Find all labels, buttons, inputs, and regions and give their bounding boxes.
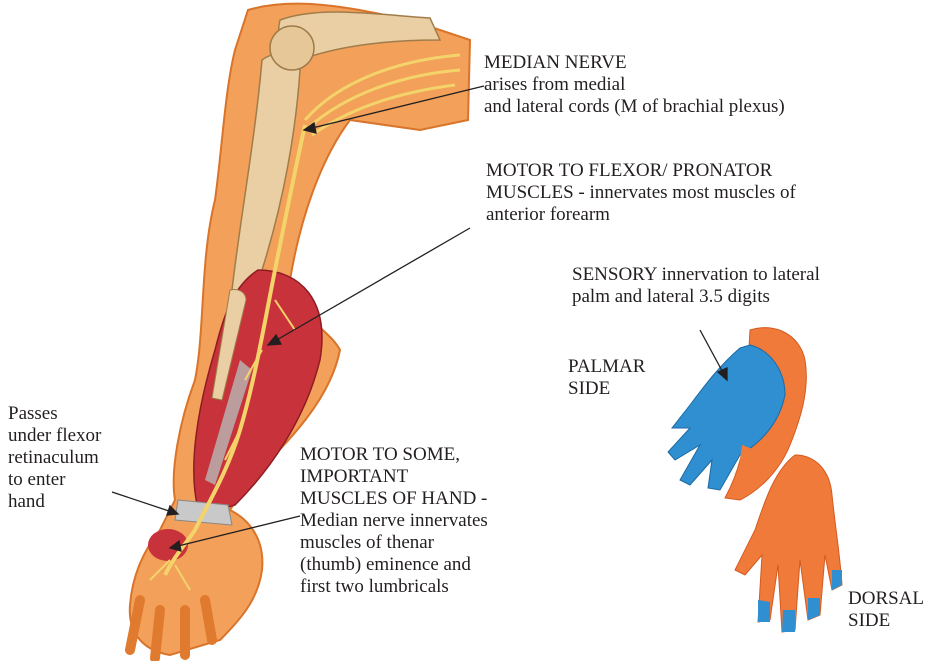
label-median-nerve: MEDIAN NERVE arises from medial and late…	[484, 52, 785, 118]
label-dorsal-side: DORSAL SIDE	[848, 588, 924, 632]
label-motor-flexor-line3: anterior forearm	[486, 204, 796, 226]
label-motor-hand-line5: muscles of thenar	[300, 532, 488, 554]
label-motor-hand: MOTOR TO SOME, IMPORTANT MUSCLES OF HAND…	[300, 444, 488, 598]
label-motor-hand-line6: (thumb) eminence and	[300, 554, 488, 576]
label-sensory-line1: SENSORY innervation to lateral	[572, 264, 820, 286]
humeral-head	[270, 26, 314, 70]
label-palmar-side-line1: PALMAR	[568, 356, 645, 378]
label-motor-hand-line4: Median nerve innervates	[300, 510, 488, 532]
label-motor-flexor: MOTOR TO FLEXOR/ PRONATOR MUSCLES - inne…	[486, 160, 796, 226]
label-passes-line1: Passes	[8, 403, 101, 425]
label-dorsal-side-line1: DORSAL	[848, 588, 924, 610]
label-sensory-line2: palm and lateral 3.5 digits	[572, 286, 820, 308]
label-motor-flexor-line2: MUSCLES - innervates most muscles of	[486, 182, 796, 204]
label-palmar-side-line2: SIDE	[568, 378, 645, 400]
label-passes-line4: to enter	[8, 469, 101, 491]
label-passes-line5: hand	[8, 491, 101, 513]
label-median-nerve-line2: and lateral cords (M of brachial plexus)	[484, 96, 785, 118]
label-median-nerve-title: MEDIAN NERVE	[484, 52, 785, 74]
label-sensory: SENSORY innervation to lateral palm and …	[572, 264, 820, 308]
label-passes: Passes under flexor retinaculum to enter…	[8, 403, 101, 513]
label-motor-hand-line2: IMPORTANT	[300, 466, 488, 488]
label-motor-hand-line1: MOTOR TO SOME,	[300, 444, 488, 466]
label-palmar-side: PALMAR SIDE	[568, 356, 645, 400]
label-motor-flexor-line1: MOTOR TO FLEXOR/ PRONATOR	[486, 160, 796, 182]
label-median-nerve-line1: arises from medial	[484, 74, 785, 96]
label-passes-line3: retinaculum	[8, 447, 101, 469]
label-dorsal-side-line2: SIDE	[848, 610, 924, 632]
label-motor-hand-line3: MUSCLES OF HAND -	[300, 488, 488, 510]
label-passes-line2: under flexor	[8, 425, 101, 447]
label-motor-hand-line7: first two lumbricals	[300, 576, 488, 598]
